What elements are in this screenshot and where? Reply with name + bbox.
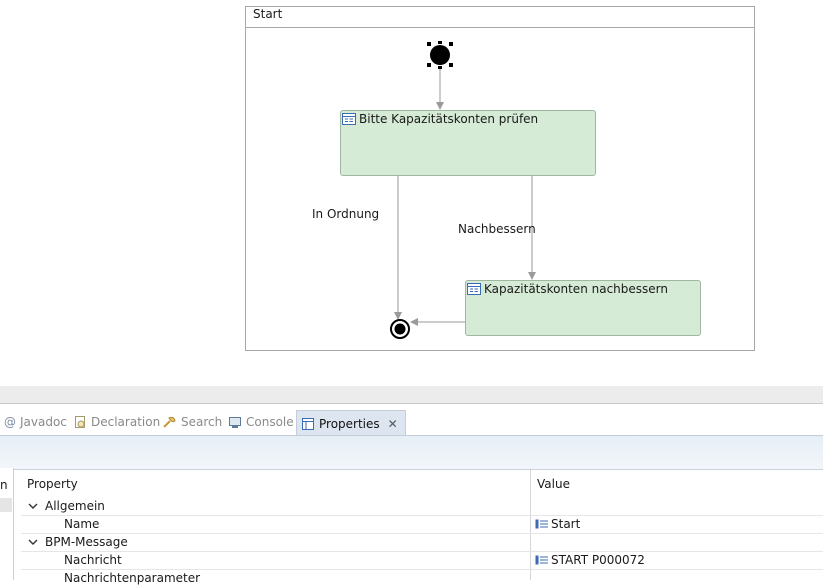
bottom-view-panel: @ Javadoc Declaration Search Console P [0, 403, 823, 585]
declaration-icon [73, 415, 87, 429]
tab-console[interactable]: Console [228, 409, 294, 435]
property-label: BPM-Message [45, 535, 128, 549]
property-label: Nachrichtenparameter [64, 571, 201, 585]
tab-label: Javadoc [20, 415, 67, 429]
view-tab-bar: @ Javadoc Declaration Search Console P [0, 409, 823, 436]
diagram-connections [390, 41, 536, 339]
text-field-icon [535, 555, 549, 569]
editor-view-sash[interactable] [0, 386, 823, 403]
property-row-nachricht[interactable]: Nachricht START P000072 [21, 552, 823, 570]
search-icon [162, 415, 177, 429]
chevron-down-icon[interactable] [28, 534, 38, 553]
tab-label: Declaration [91, 415, 161, 429]
property-value[interactable]: START P000072 [551, 553, 645, 567]
column-divider[interactable] [530, 468, 531, 580]
left-pane-selection [0, 498, 12, 512]
process-pool[interactable] [245, 6, 755, 351]
pool-title: Start [253, 7, 283, 21]
property-row-nachrichtenparameter[interactable]: Nachrichtenparameter [21, 570, 823, 588]
text-field-icon [535, 519, 549, 533]
property-label: Allgemein [45, 499, 105, 513]
task-label: Kapazitätskonten nachbessern [484, 282, 668, 296]
user-task-icon [342, 113, 356, 128]
task-label: Bitte Kapazitätskonten prüfen [359, 112, 539, 126]
column-header-value[interactable]: Value [537, 477, 570, 491]
tab-declaration[interactable]: Declaration [73, 409, 160, 435]
tab-javadoc[interactable]: @ Javadoc [4, 409, 67, 435]
property-category-bpm-message[interactable]: BPM-Message [21, 534, 823, 552]
properties-icon [301, 417, 315, 431]
property-label: Nachricht [64, 553, 122, 567]
chevron-down-icon[interactable] [28, 498, 38, 517]
property-label: Name [64, 517, 100, 531]
task-kapazitaetskonten-pruefen[interactable]: Bitte Kapazitätskonten prüfen [340, 110, 596, 176]
property-row-name[interactable]: Name Start [21, 516, 823, 534]
task-kapazitaetskonten-nachbessern[interactable]: Kapazitätskonten nachbessern [465, 280, 701, 336]
column-header-property[interactable]: Property [27, 477, 78, 491]
console-icon [228, 415, 242, 429]
properties-table[interactable]: Property Value Allgemein Name Start BPM-… [21, 468, 823, 585]
at-icon: @ [4, 415, 16, 429]
left-pane-text: n [0, 478, 8, 492]
tab-properties[interactable]: Properties ✕ [296, 410, 406, 436]
edge-label-in-ordnung: In Ordnung [312, 207, 380, 221]
left-pane-stub: n [0, 468, 14, 580]
tab-label: Search [181, 415, 223, 429]
close-icon[interactable]: ✕ [387, 416, 398, 431]
tab-search[interactable]: Search [162, 409, 222, 435]
property-value[interactable]: Start [551, 517, 581, 531]
pool-header-divider [246, 27, 755, 28]
tab-label: Console [246, 415, 294, 429]
tab-label: Properties [319, 416, 380, 431]
end-event[interactable] [390, 319, 410, 339]
user-task-icon [467, 283, 481, 298]
start-event[interactable] [427, 41, 453, 69]
view-toolbar [0, 435, 823, 470]
edge-label-nachbessern: Nachbessern [458, 222, 536, 236]
property-category-allgemein[interactable]: Allgemein [21, 498, 823, 516]
process-diagram-canvas[interactable]: Start Bitte Kapazit [0, 0, 823, 386]
